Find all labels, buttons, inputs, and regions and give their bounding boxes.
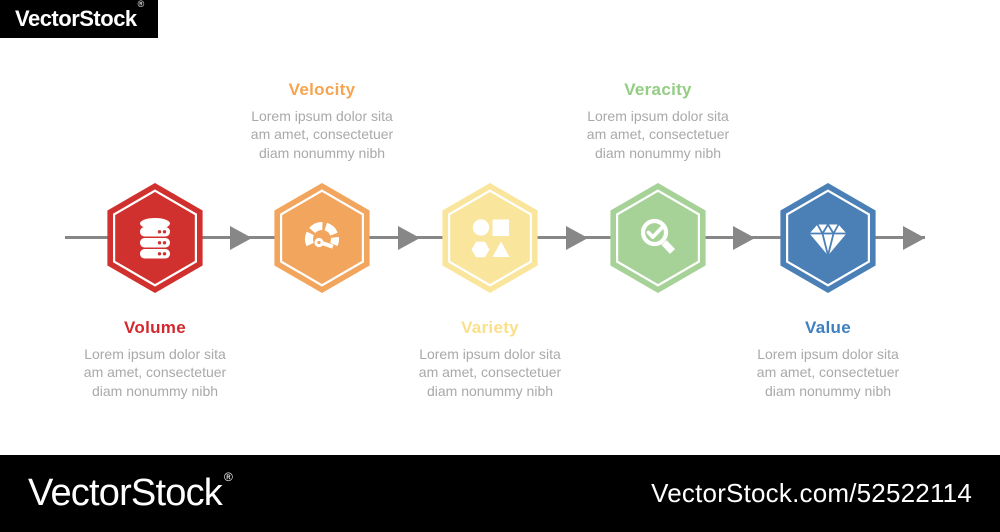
step-description-line: Lorem ipsum dolor sita [419, 346, 561, 362]
step-description-line: am amet, consectetuer [586, 126, 730, 143]
shapes-icon [471, 219, 510, 258]
step-title: Velocity [288, 80, 356, 99]
step-label-volume: Volume Lorem ipsum dolor sita am amet, c… [50, 318, 260, 400]
step-description-line: diam nonummy nibh [594, 144, 722, 161]
step-description-line: diam nonummy nibh [258, 144, 386, 161]
step-label-velocity: Velocity Lorem ipsum dolor sita am amet,… [217, 80, 427, 162]
step-label-variety: Variety Lorem ipsum dolor sita am amet, … [385, 318, 595, 400]
database-icon [140, 218, 170, 259]
hexagon-value [780, 183, 876, 293]
step-description: Lorem ipsum dolor sita am amet, consecte… [217, 107, 427, 162]
vectorstock-logo-text: VectorStock® [15, 0, 144, 31]
step-description-line: am amet, consectetuer [83, 364, 227, 381]
registered-mark: ® [137, 0, 145, 9]
step-description: Lorem ipsum dolor sita am amet, consecte… [385, 345, 595, 400]
arrowhead-icon [566, 226, 588, 250]
step-title: Veracity [624, 80, 692, 99]
step-description-line: diam nonummy nibh [764, 382, 892, 399]
step-description-line: diam nonummy nibh [426, 382, 554, 399]
step-node-veracity [608, 183, 708, 293]
step-title: Variety [461, 318, 519, 337]
watermark-footer-bar: VectorStock® VectorStock.com/52522114 [0, 455, 1000, 532]
registered-mark: ® [223, 470, 233, 484]
hexagon-veracity [610, 183, 706, 293]
step-description: Lorem ipsum dolor sita am amet, consecte… [553, 107, 763, 162]
step-node-volume [105, 183, 205, 293]
step-label-veracity: Veracity Lorem ipsum dolor sita am amet,… [553, 80, 763, 162]
step-node-variety [440, 183, 540, 293]
step-label-value: Value Lorem ipsum dolor sita am amet, co… [723, 318, 933, 400]
step-description-line: diam nonummy nibh [91, 382, 219, 399]
speedometer-icon [305, 222, 339, 249]
footer-image-reference: VectorStock.com/52522114 [651, 478, 972, 508]
magnifier-check-icon [640, 218, 676, 254]
arrowhead-icon [733, 226, 755, 250]
arrowhead-icon [398, 226, 420, 250]
step-description-line: am amet, consectetuer [250, 126, 394, 143]
hexagon-variety [442, 183, 538, 293]
step-title: Volume [124, 318, 186, 337]
hexagon-velocity [274, 183, 370, 293]
step-description-line: Lorem ipsum dolor sita [757, 346, 899, 362]
step-description-line: am amet, consectetuer [418, 364, 562, 381]
step-description-line: Lorem ipsum dolor sita [587, 108, 729, 124]
step-node-velocity [272, 183, 372, 293]
step-description-line: Lorem ipsum dolor sita [84, 346, 226, 362]
vectorstock-logo: VectorStock® [0, 0, 158, 38]
step-description: Lorem ipsum dolor sita am amet, consecte… [50, 345, 260, 400]
diamond-icon [809, 224, 847, 256]
step-description: Lorem ipsum dolor sita am amet, consecte… [723, 345, 933, 400]
step-title: Value [805, 318, 851, 337]
step-description-line: Lorem ipsum dolor sita [251, 108, 393, 124]
arrowhead-icon [903, 226, 925, 250]
footer-brand-text: VectorStock® [28, 470, 233, 514]
hexagon-volume [107, 183, 203, 293]
step-description-line: am amet, consectetuer [756, 364, 900, 381]
step-node-value [778, 183, 878, 293]
arrowhead-icon [230, 226, 252, 250]
